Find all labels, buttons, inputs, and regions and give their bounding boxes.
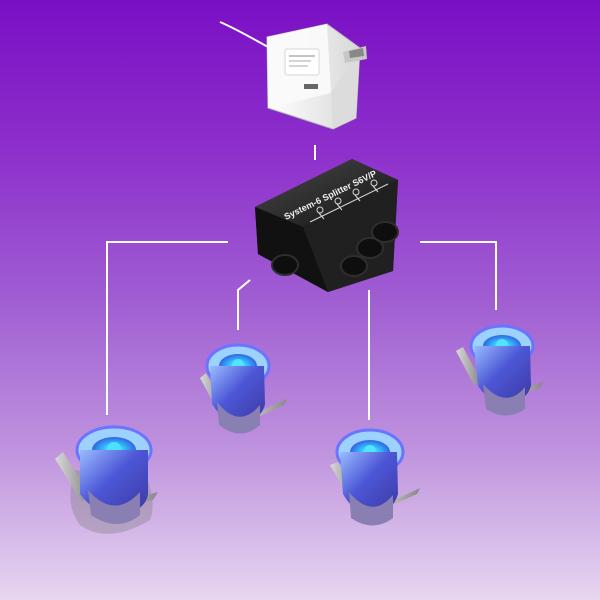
wire-splitter-to-left-light	[106, 241, 228, 415]
wire-splitter-to-right-light	[420, 241, 497, 310]
splitter-port-icons	[309, 179, 389, 223]
wire-splitter-to-center-left-light	[237, 279, 251, 330]
led-light-left	[55, 425, 158, 534]
wire-set	[106, 145, 497, 420]
splitter-box: System-6 Splitter S6V/P	[255, 159, 399, 292]
adapter-cable	[219, 21, 269, 48]
power-adapter	[266, 23, 367, 130]
led-light-center-right	[330, 428, 420, 526]
splitter-ports	[271, 221, 399, 277]
led-light-center-left	[200, 343, 287, 434]
led-light-right	[456, 324, 543, 416]
